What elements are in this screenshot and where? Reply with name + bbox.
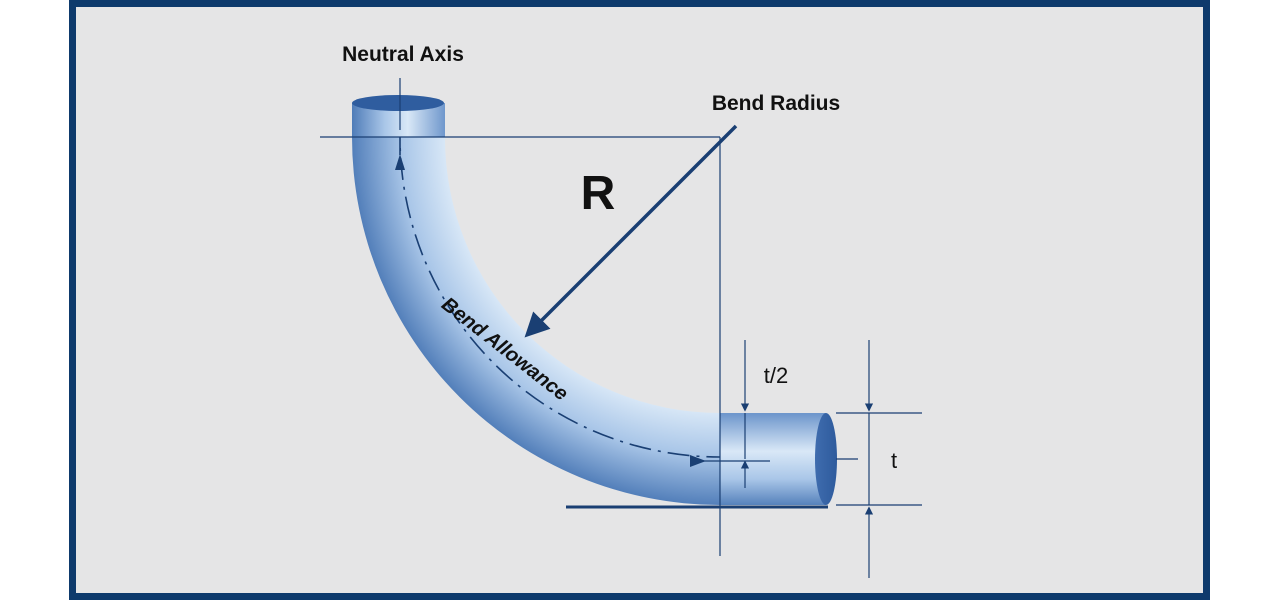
tube-horizontal-section (720, 413, 826, 505)
radius-symbol: R (581, 167, 616, 220)
thickness-label: t (891, 448, 897, 473)
tube-bend-section (352, 137, 720, 505)
half-thickness-label: t/2 (764, 363, 788, 388)
bent-tube (352, 95, 837, 505)
tube-end-cap (815, 413, 837, 505)
diagram-frame (69, 0, 1210, 600)
reference-lines (320, 78, 922, 578)
bend-allowance-arrow-end (690, 455, 706, 467)
tube-top-opening (352, 95, 444, 111)
bend-allowance-arrow-top (395, 154, 405, 170)
bend-allowance-arc (399, 136, 721, 458)
bend-radius-label: Bend Radius (712, 92, 840, 115)
radius-arrow (524, 124, 738, 338)
neutral-axis-label: Neutral Axis (342, 43, 464, 66)
